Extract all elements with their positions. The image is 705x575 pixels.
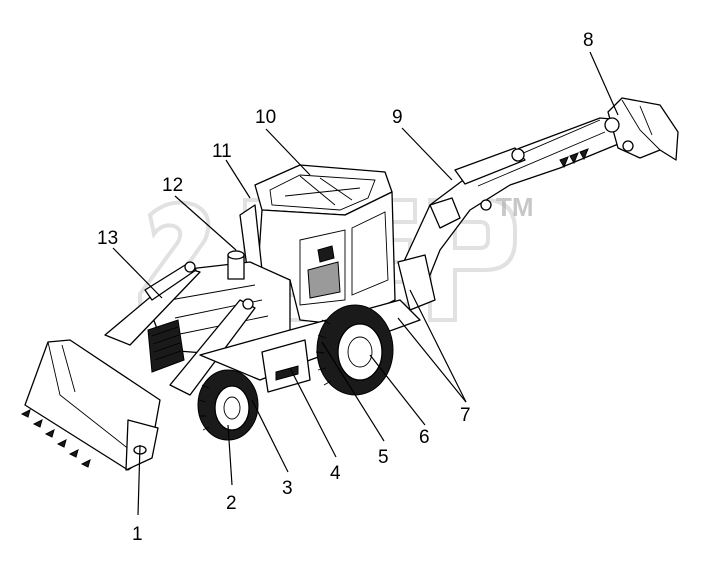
loader-arms bbox=[104, 261, 256, 396]
leader-4 bbox=[289, 367, 337, 458]
callout-2: 2 bbox=[226, 493, 237, 514]
leader-9 bbox=[401, 127, 453, 181]
callout-8: 8 bbox=[583, 30, 594, 51]
callout-12: 12 bbox=[162, 175, 183, 196]
callout-labels: 1 2 3 4 5 6 7 8 9 10 11 12 13 bbox=[97, 30, 594, 545]
backhoe-bucket bbox=[604, 97, 679, 161]
callout-9: 9 bbox=[392, 107, 403, 128]
front-wheel bbox=[197, 369, 259, 441]
leader-10 bbox=[265, 128, 311, 176]
leader-2 bbox=[227, 424, 233, 486]
callout-10: 10 bbox=[255, 107, 276, 128]
leader-6 bbox=[369, 354, 426, 426]
leader-8 bbox=[589, 51, 619, 116]
watermark-trademark: TM bbox=[496, 192, 534, 222]
leader-13 bbox=[112, 247, 163, 299]
leader-1 bbox=[137, 444, 141, 516]
leader-5 bbox=[321, 341, 385, 442]
rear-wheel bbox=[315, 304, 394, 396]
callout-4: 4 bbox=[330, 463, 341, 484]
backhoe-loader-drawing bbox=[20, 97, 679, 471]
callout-11: 11 bbox=[212, 141, 232, 162]
callout-leaders bbox=[112, 51, 619, 516]
callout-5: 5 bbox=[378, 447, 389, 468]
callout-1: 1 bbox=[132, 524, 143, 545]
leader-11 bbox=[225, 159, 251, 199]
leader-3 bbox=[251, 399, 289, 473]
leader-12 bbox=[174, 195, 237, 251]
leader-7 bbox=[397, 317, 467, 403]
leader-7b bbox=[409, 289, 467, 403]
cab bbox=[239, 164, 396, 326]
callout-6: 6 bbox=[419, 427, 430, 448]
callout-13: 13 bbox=[97, 228, 118, 249]
callout-3: 3 bbox=[282, 478, 293, 499]
loader-bucket bbox=[20, 339, 161, 471]
callout-7: 7 bbox=[460, 405, 471, 426]
